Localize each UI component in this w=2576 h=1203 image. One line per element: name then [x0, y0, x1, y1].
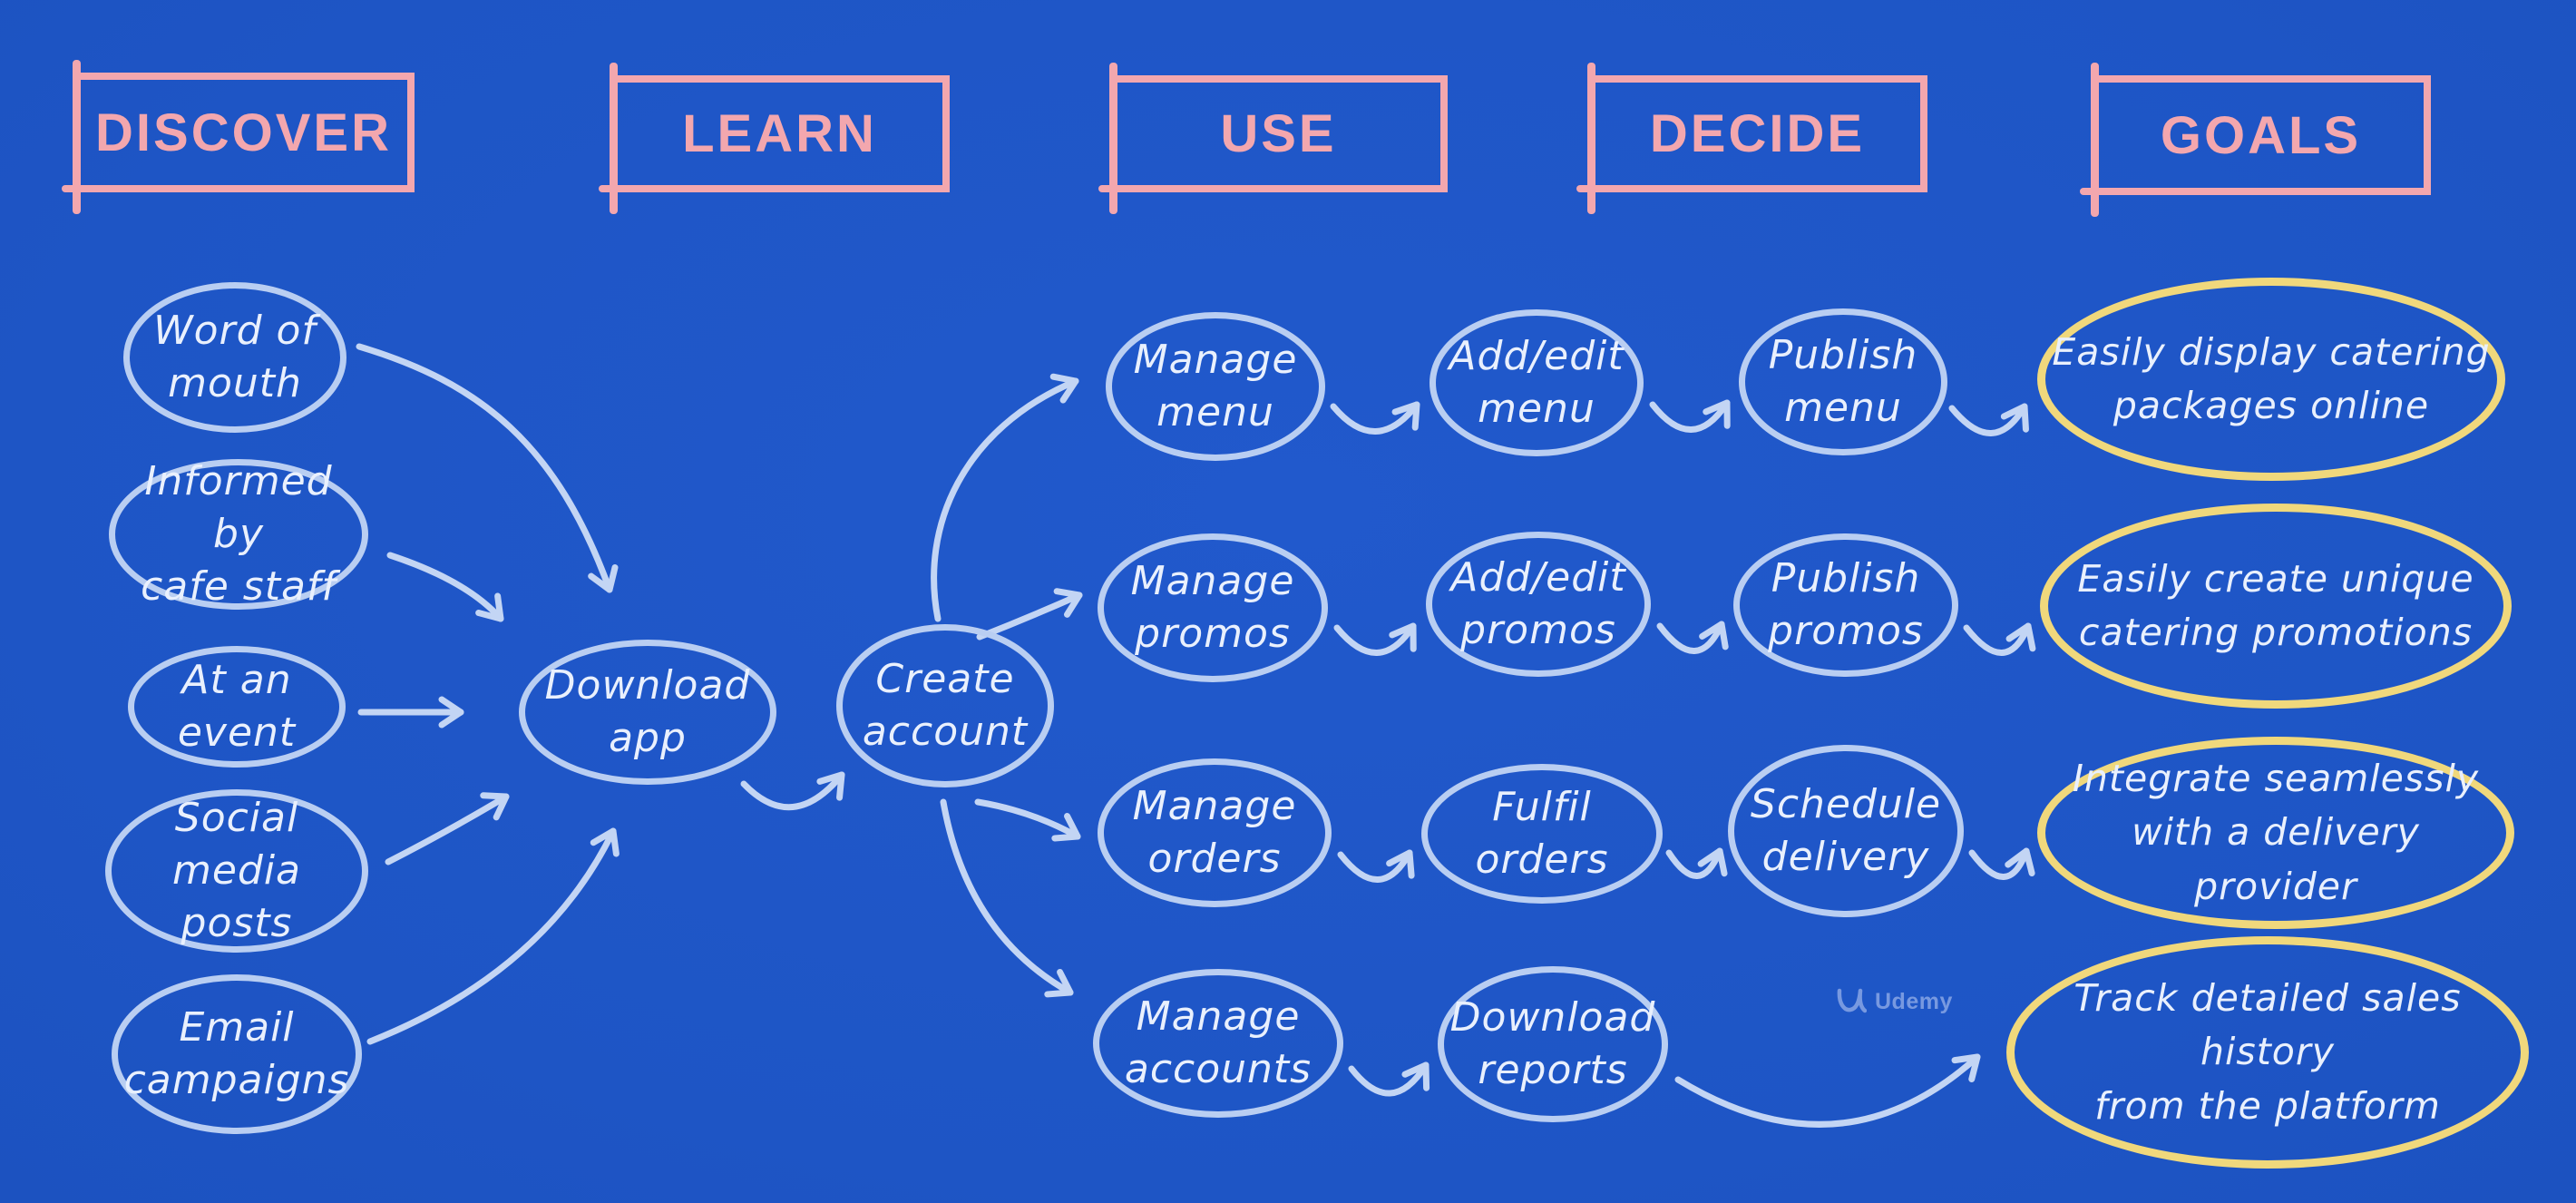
udemy-watermark: Udemy — [1834, 987, 1953, 1016]
node-add-edit-menu: Add/edit menu — [1429, 309, 1644, 456]
node-manage-accounts: Manage accounts — [1093, 969, 1343, 1118]
node-label: Publish menu — [1768, 331, 1918, 431]
arrow-download-app-to-create-account — [740, 771, 845, 811]
stage-use: USE — [1098, 63, 1448, 214]
stage-label: GOALS — [2160, 105, 2362, 165]
arrow-manage-accounts-to-download-reports — [1348, 1061, 1430, 1097]
stage-goals: GOALS — [2080, 63, 2431, 217]
node-at-an-event: At an event — [128, 646, 346, 768]
arrow-publish-promos-to-goal — [1963, 622, 2036, 656]
arrow-add-edit-menu-to-publish-menu — [1649, 399, 1731, 433]
node-label: Manage orders — [1132, 782, 1297, 882]
goal-label: Track detailed sales history from the pl… — [2073, 975, 2462, 1128]
goal-track-sales-history: Track detailed sales history from the pl… — [2006, 936, 2529, 1169]
node-label: Social media posts — [171, 794, 302, 947]
udemy-brand-text: Udemy — [1875, 988, 1953, 1014]
arrow-word-of-mouth-to-download-app — [356, 343, 619, 593]
node-label: At an event — [177, 656, 297, 756]
node-create-account: Create account — [836, 624, 1054, 787]
node-manage-orders: Manage orders — [1098, 758, 1332, 907]
node-label: Schedule delivery — [1750, 780, 1942, 880]
node-label: Fulfil orders — [1475, 783, 1609, 883]
node-publish-promos: Publish promos — [1733, 533, 1958, 677]
node-label: Informed by cafe staff — [141, 457, 337, 611]
node-manage-menu: Manage menu — [1106, 312, 1325, 461]
stage-discover: DISCOVER — [62, 60, 415, 214]
node-publish-menu: Publish menu — [1739, 308, 1947, 455]
arrow-manage-promos-to-add-edit-promos — [1333, 622, 1417, 656]
node-email-campaigns: Email campaigns — [112, 974, 362, 1134]
stage-label: DISCOVER — [95, 103, 392, 162]
arrow-create-account-to-manage-accounts — [940, 798, 1074, 998]
arrow-fulfil-orders-to-schedule-delivery — [1665, 847, 1728, 879]
node-label: Publish promos — [1768, 554, 1924, 654]
node-schedule-delivery: Schedule delivery — [1728, 745, 1964, 917]
arrow-email-campaigns-to-download-app — [366, 827, 620, 1045]
node-label: Email campaigns — [123, 1003, 350, 1103]
udemy-logo-icon — [1837, 988, 1867, 1013]
goal-label: Integrate seamlessly with a delivery pro… — [2072, 756, 2480, 908]
node-informed-by-cafe-staff: Informed by cafe staff — [109, 458, 368, 610]
node-fulfil-orders: Fulfil orders — [1421, 764, 1663, 904]
arrow-social-media-to-download-app — [385, 792, 510, 866]
goal-display-catering-packages: Easily display catering packages online — [2037, 278, 2505, 481]
arrow-schedule-delivery-to-goal — [1968, 847, 2035, 880]
node-add-edit-promos: Add/edit promos — [1426, 532, 1651, 677]
node-label: Create account — [862, 655, 1029, 755]
goal-integrate-delivery-provider: Integrate seamlessly with a delivery pro… — [2037, 737, 2514, 929]
arrow-create-account-to-manage-menu — [931, 373, 1079, 622]
node-social-media-posts: Social media posts — [105, 789, 368, 953]
node-label: Add/edit menu — [1449, 332, 1625, 432]
stage-learn: LEARN — [599, 63, 950, 214]
arrow-manage-orders-to-fulfil-orders — [1337, 849, 1415, 883]
node-download-reports: Download reports — [1438, 966, 1668, 1122]
node-label: Add/edit promos — [1450, 553, 1626, 653]
goal-create-catering-promotions: Easily create unique catering promotions — [2040, 504, 2512, 709]
node-word-of-mouth: Word of mouth — [123, 282, 346, 433]
arrow-cafe-staff-to-download-app — [386, 552, 504, 622]
node-label: Word of mouth — [153, 307, 317, 406]
stage-label: USE — [1220, 104, 1337, 163]
arrow-manage-menu-to-add-edit-menu — [1330, 401, 1420, 435]
node-label: Manage accounts — [1124, 993, 1312, 1092]
node-label: Download app — [544, 661, 751, 761]
node-manage-promos: Manage promos — [1098, 533, 1328, 682]
node-label: Manage menu — [1133, 336, 1298, 435]
goal-label: Easily display catering packages online — [2052, 329, 2491, 427]
arrow-create-account-to-manage-promos — [976, 588, 1083, 641]
arrow-publish-menu-to-goal — [1948, 403, 2029, 436]
arrow-download-reports-to-goal — [1674, 1053, 1981, 1128]
stage-label: DECIDE — [1649, 104, 1866, 163]
stage-decide: DECIDE — [1576, 63, 1927, 214]
stage-label: LEARN — [682, 104, 877, 163]
goal-label: Easily create unique catering promotions — [2077, 556, 2474, 654]
node-label: Download reports — [1449, 993, 1656, 1093]
arrow-create-account-to-manage-orders — [974, 798, 1081, 842]
node-download-app: Download app — [519, 640, 776, 785]
arrow-add-edit-promos-to-publish-promos — [1656, 621, 1729, 654]
node-label: Manage promos — [1130, 557, 1295, 657]
